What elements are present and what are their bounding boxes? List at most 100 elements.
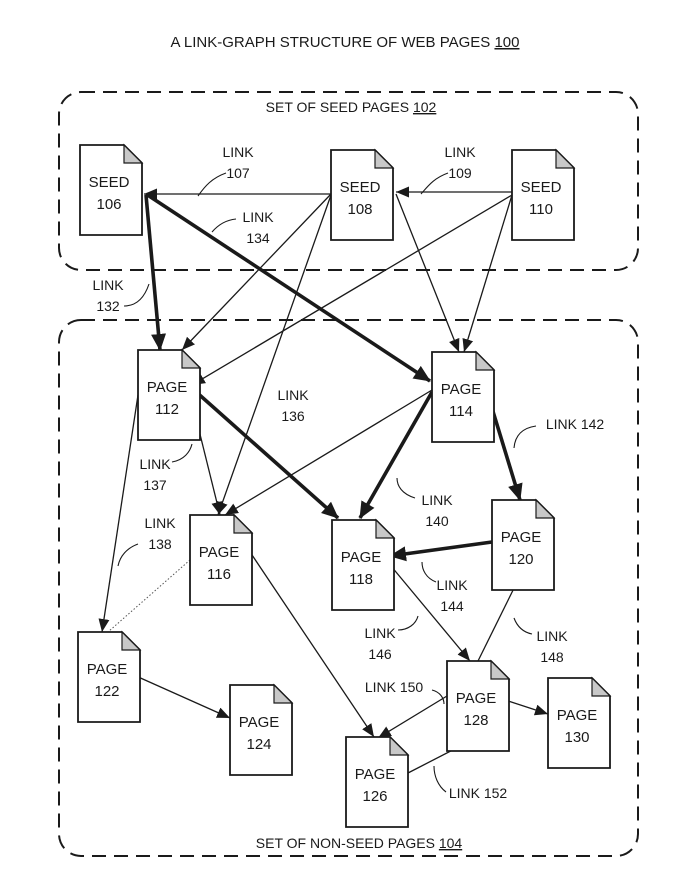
seed-group-label: SET OF SEED PAGES 102 (266, 99, 437, 115)
link-label-l137: LINK (139, 456, 171, 472)
link-label-l140: LINK (421, 492, 453, 508)
page-fold-corner (375, 518, 396, 539)
link-p114-to-p118 (358, 391, 434, 519)
page-kind-label: PAGE (456, 690, 497, 707)
link-number-l134: 134 (246, 230, 270, 246)
leader-curve-l144 (421, 561, 437, 583)
leader-curve-l132 (123, 283, 150, 307)
link-number-l132: 132 (96, 298, 120, 314)
page-document-icon (547, 677, 611, 769)
link-p114-to-p116 (224, 389, 433, 516)
nonseed-group-label: SET OF NON-SEED PAGES 104 (256, 835, 463, 851)
page-number-label: 112 (155, 401, 179, 418)
link-label-l152: LINK 152 (449, 785, 508, 801)
leader-curve-l137 (171, 443, 193, 463)
page-document-icon (431, 351, 495, 443)
page-fold-corner (555, 148, 576, 169)
seed-pages-group (58, 91, 639, 271)
page-number-label: 106 (96, 196, 121, 213)
leader-curve-l142 (513, 425, 537, 449)
page-kind-label: PAGE (341, 549, 382, 566)
page-node-p122[interactable]: PAGE 122 (77, 630, 142, 723)
page-kind-label: PAGE (199, 544, 240, 561)
link-s106-to-p114 (145, 192, 431, 383)
link-p112-to-p122 (98, 394, 139, 633)
link-label-l109: LINK (444, 144, 476, 160)
link-label-l107: LINK (222, 144, 254, 160)
label-leaders-layer (117, 172, 537, 793)
page-fold-corner (535, 498, 556, 519)
page-number-label: 120 (508, 551, 533, 568)
link-p120-to-p118 (389, 540, 493, 562)
page-document-icon (229, 684, 293, 776)
page-fold-corner (490, 659, 511, 680)
page-node-p120[interactable]: PAGE 120 (491, 498, 556, 591)
page-fold-corner (475, 350, 496, 371)
page-node-p128[interactable]: PAGE 128 (446, 659, 511, 752)
leader-curve-l146 (397, 615, 419, 631)
page-kind-label: PAGE (501, 529, 542, 546)
link-p112-to-p118 (192, 388, 340, 520)
page-fold-corner (591, 676, 612, 697)
page-number-label: 128 (463, 712, 488, 729)
leader-curve-l140 (396, 477, 416, 499)
link-number-l109: 109 (448, 165, 472, 181)
link-s108-to-p114 (395, 193, 460, 353)
link-s108-to-p116 (217, 194, 332, 516)
leader-curve-l109 (420, 172, 449, 195)
page-document-icon (330, 149, 394, 241)
link-p122-to-p124 (135, 675, 231, 719)
page-number-label: 122 (94, 683, 119, 700)
link-p116-to-p126 (249, 551, 375, 738)
leader-curve-l134 (211, 218, 237, 233)
page-fold-corner (181, 348, 202, 369)
page-kind-label: PAGE (557, 707, 598, 724)
page-document-icon (345, 736, 409, 828)
page-number-label: 116 (207, 566, 231, 583)
page-node-p112[interactable]: PAGE 112 (137, 348, 202, 441)
page-number-label: 124 (246, 736, 271, 753)
link-s110-to-p114 (462, 194, 513, 353)
link-label-l142: LINK 142 (546, 416, 605, 432)
page-document-icon (77, 631, 141, 723)
link-number-l138: 138 (148, 536, 172, 552)
link-label-l138: LINK (144, 515, 176, 531)
page-node-p130[interactable]: PAGE 130 (547, 676, 612, 769)
page-kind-label: PAGE (355, 766, 396, 783)
link-label-l132: LINK (92, 277, 124, 293)
link-number-l140: 140 (425, 513, 449, 529)
page-number-label: 108 (347, 201, 372, 218)
page-kind-label: SEED (89, 174, 130, 191)
link-label-l150: LINK 150 (365, 679, 424, 695)
page-kind-label: PAGE (441, 381, 482, 398)
page-fold-corner (389, 735, 410, 756)
link-s108-to-p112 (181, 193, 332, 351)
page-kind-label: SEED (521, 179, 562, 196)
link-number-l137: 137 (143, 477, 167, 493)
page-number-label: 126 (362, 788, 387, 805)
page-document-icon (491, 499, 555, 591)
page-node-p126[interactable]: PAGE 126 (345, 735, 410, 828)
page-fold-corner (121, 630, 142, 651)
link-p116-to-p122 (107, 559, 191, 633)
page-node-s106[interactable]: SEED 106 (79, 143, 144, 236)
link-number-l148: 148 (540, 649, 564, 665)
page-kind-label: PAGE (147, 379, 188, 396)
page-document-icon (137, 349, 201, 441)
link-label-l148: LINK (536, 628, 568, 644)
leader-curve-l152 (433, 765, 447, 793)
page-kind-label: PAGE (87, 661, 128, 678)
link-label-l146: LINK (364, 625, 396, 641)
link-number-l144: 144 (440, 598, 464, 614)
page-document-icon (79, 144, 143, 236)
page-node-p116[interactable]: PAGE 116 (189, 513, 254, 606)
page-fold-corner (233, 513, 254, 534)
page-number-label: 130 (564, 729, 589, 746)
link-s110-to-p112 (191, 194, 513, 386)
